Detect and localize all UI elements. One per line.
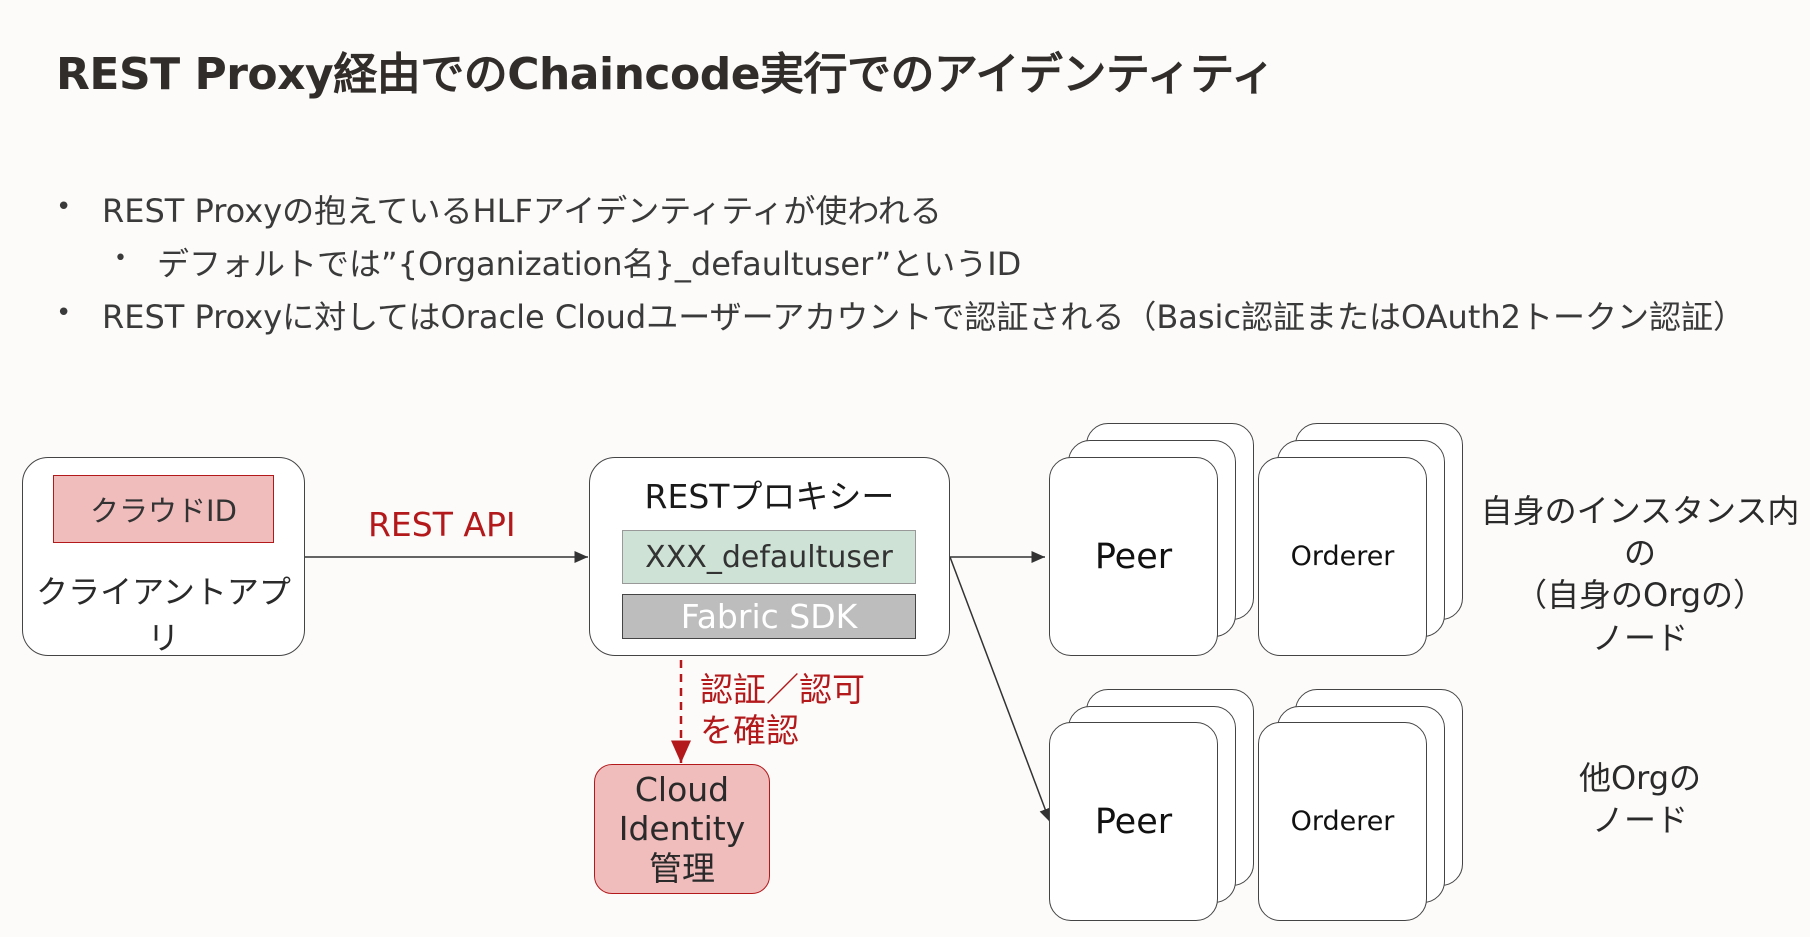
- defaultuser-label: XXX_defaultuser: [645, 539, 893, 575]
- other-peer-node: Peer: [1049, 722, 1218, 921]
- bullet-marker: •: [56, 298, 72, 328]
- cloud-identity-line2: Identity: [618, 809, 746, 849]
- fabric-sdk-label: Fabric SDK: [680, 597, 858, 636]
- proxy-to-other-peer-arrow: [949, 556, 1051, 823]
- auth-label-line1: 認証／認可: [700, 670, 865, 709]
- own-peer-node: Peer: [1049, 457, 1218, 656]
- own-peer-label: Peer: [1094, 536, 1173, 577]
- rest-proxy-box: RESTプロキシー XXX_defaultuser Fabric SDK: [589, 457, 950, 656]
- page-title: REST Proxy経由でのChaincode実行でのアイデンティティ: [56, 49, 1275, 100]
- other-nodes-caption: 他Orgの ノード: [1475, 757, 1805, 841]
- bullet-marker-sub: •: [114, 246, 127, 271]
- own-nodes-caption-line3: ノード: [1591, 618, 1688, 657]
- cloud-id-box: クラウドID: [53, 475, 274, 543]
- own-nodes-caption-line2: （自身のOrgの）: [1514, 576, 1766, 615]
- client-app-box: クラウドID クライアントアプリ: [22, 457, 305, 657]
- client-app-name: クライアントアプリ: [36, 573, 291, 657]
- bullet-text-2: REST Proxyに対してはOracle Cloudユーザーアカウントで認証さ…: [102, 298, 1746, 336]
- other-orderer-node: Orderer: [1258, 722, 1427, 921]
- defaultuser-box: XXX_defaultuser: [622, 530, 916, 584]
- bullet-marker: •: [56, 192, 72, 222]
- own-orderer-label: Orderer: [1290, 541, 1395, 572]
- cloud-identity-box: Cloud Identity 管理: [594, 764, 770, 894]
- own-nodes-caption: 自身のインスタンス内の （自身のOrgの） ノード: [1475, 490, 1805, 659]
- other-orderer-label: Orderer: [1290, 806, 1395, 837]
- cloud-id-label: クラウドID: [90, 494, 237, 528]
- own-nodes-caption-line1: 自身のインスタンス内の: [1480, 492, 1800, 573]
- other-peer-label: Peer: [1094, 801, 1173, 842]
- bullet-text-1-sub: デフォルトでは”{Organization名}_defaultuser”というI…: [157, 245, 1022, 283]
- rest-proxy-title: RESTプロキシー: [644, 477, 895, 516]
- cloud-identity-line3: 管理: [649, 848, 715, 888]
- own-orderer-node: Orderer: [1258, 457, 1427, 656]
- auth-label-line2: を確認: [700, 711, 799, 750]
- other-nodes-caption-line2: ノード: [1591, 801, 1688, 840]
- cloud-identity-line1: Cloud: [634, 769, 730, 809]
- other-nodes-caption-line1: 他Orgの: [1578, 759, 1702, 797]
- rest-api-label: REST API: [368, 505, 516, 544]
- bullet-text-1: REST Proxyの抱えているHLFアイデンティティが使われる: [102, 192, 942, 230]
- fabric-sdk-box: Fabric SDK: [622, 594, 916, 639]
